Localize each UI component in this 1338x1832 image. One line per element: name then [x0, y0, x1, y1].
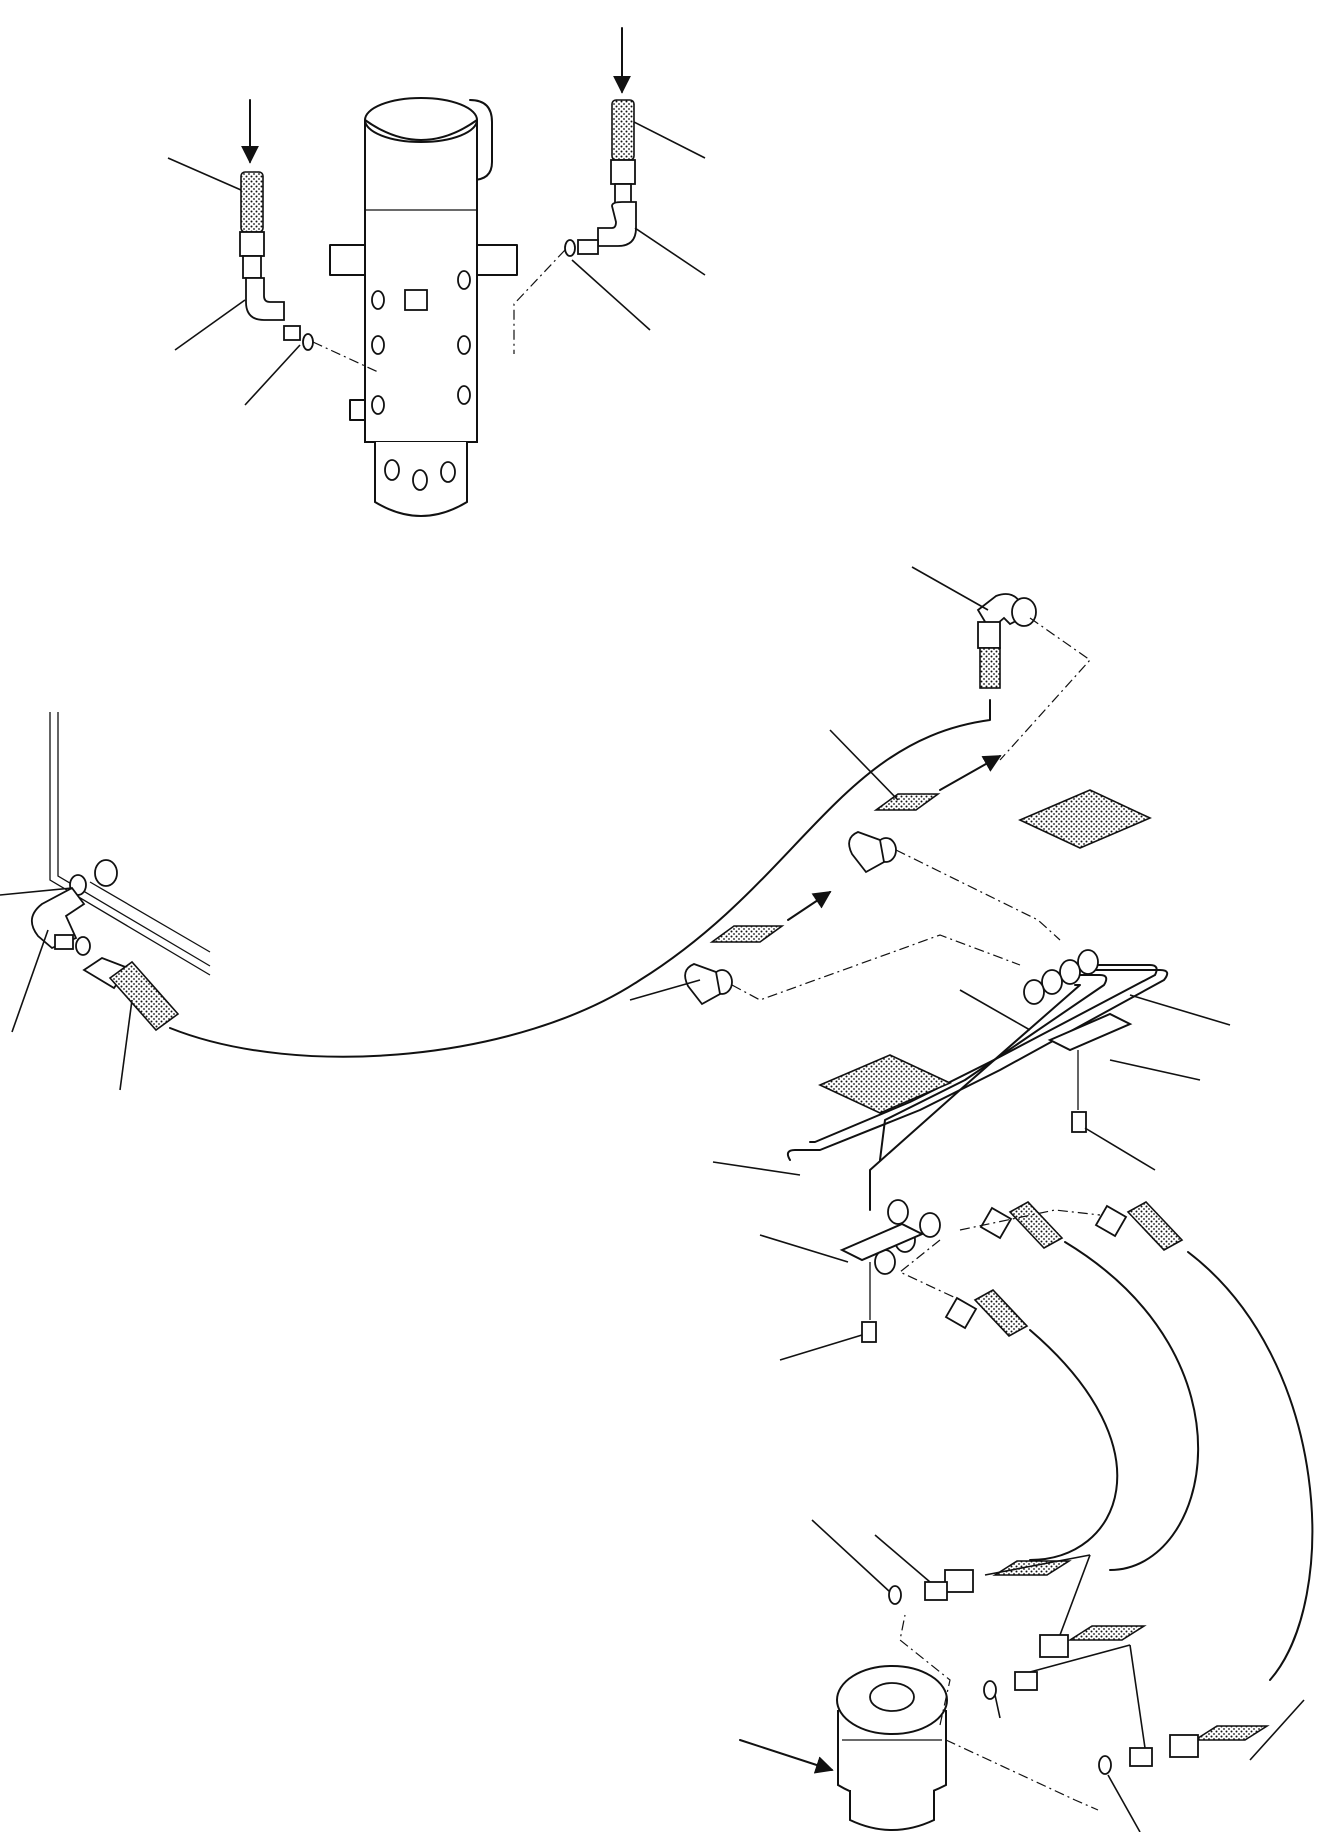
mid-hose-lower: [629, 891, 1021, 1006]
valve-connectors: [811, 1519, 1305, 1832]
valve-indicator-arrow: [739, 1739, 834, 1774]
long-hose-line: [169, 699, 991, 1058]
swivel-right-hose-assembly: [513, 27, 706, 354]
mid-hose-upper: [829, 729, 1061, 941]
flow-arrow-mid-upper: [939, 755, 1002, 791]
chassis-frame-left: [0, 712, 211, 1091]
swivel-left-hose-assembly: [167, 99, 379, 406]
upper-right-hose-end: [911, 566, 1091, 761]
swivel-joint: [329, 97, 518, 517]
lower-hoses: [898, 1200, 1314, 1681]
steering-valve: [739, 1614, 1099, 1831]
flow-arrow-mid-lower: [787, 891, 832, 921]
steel-pipe-bundle: [712, 789, 1231, 1361]
